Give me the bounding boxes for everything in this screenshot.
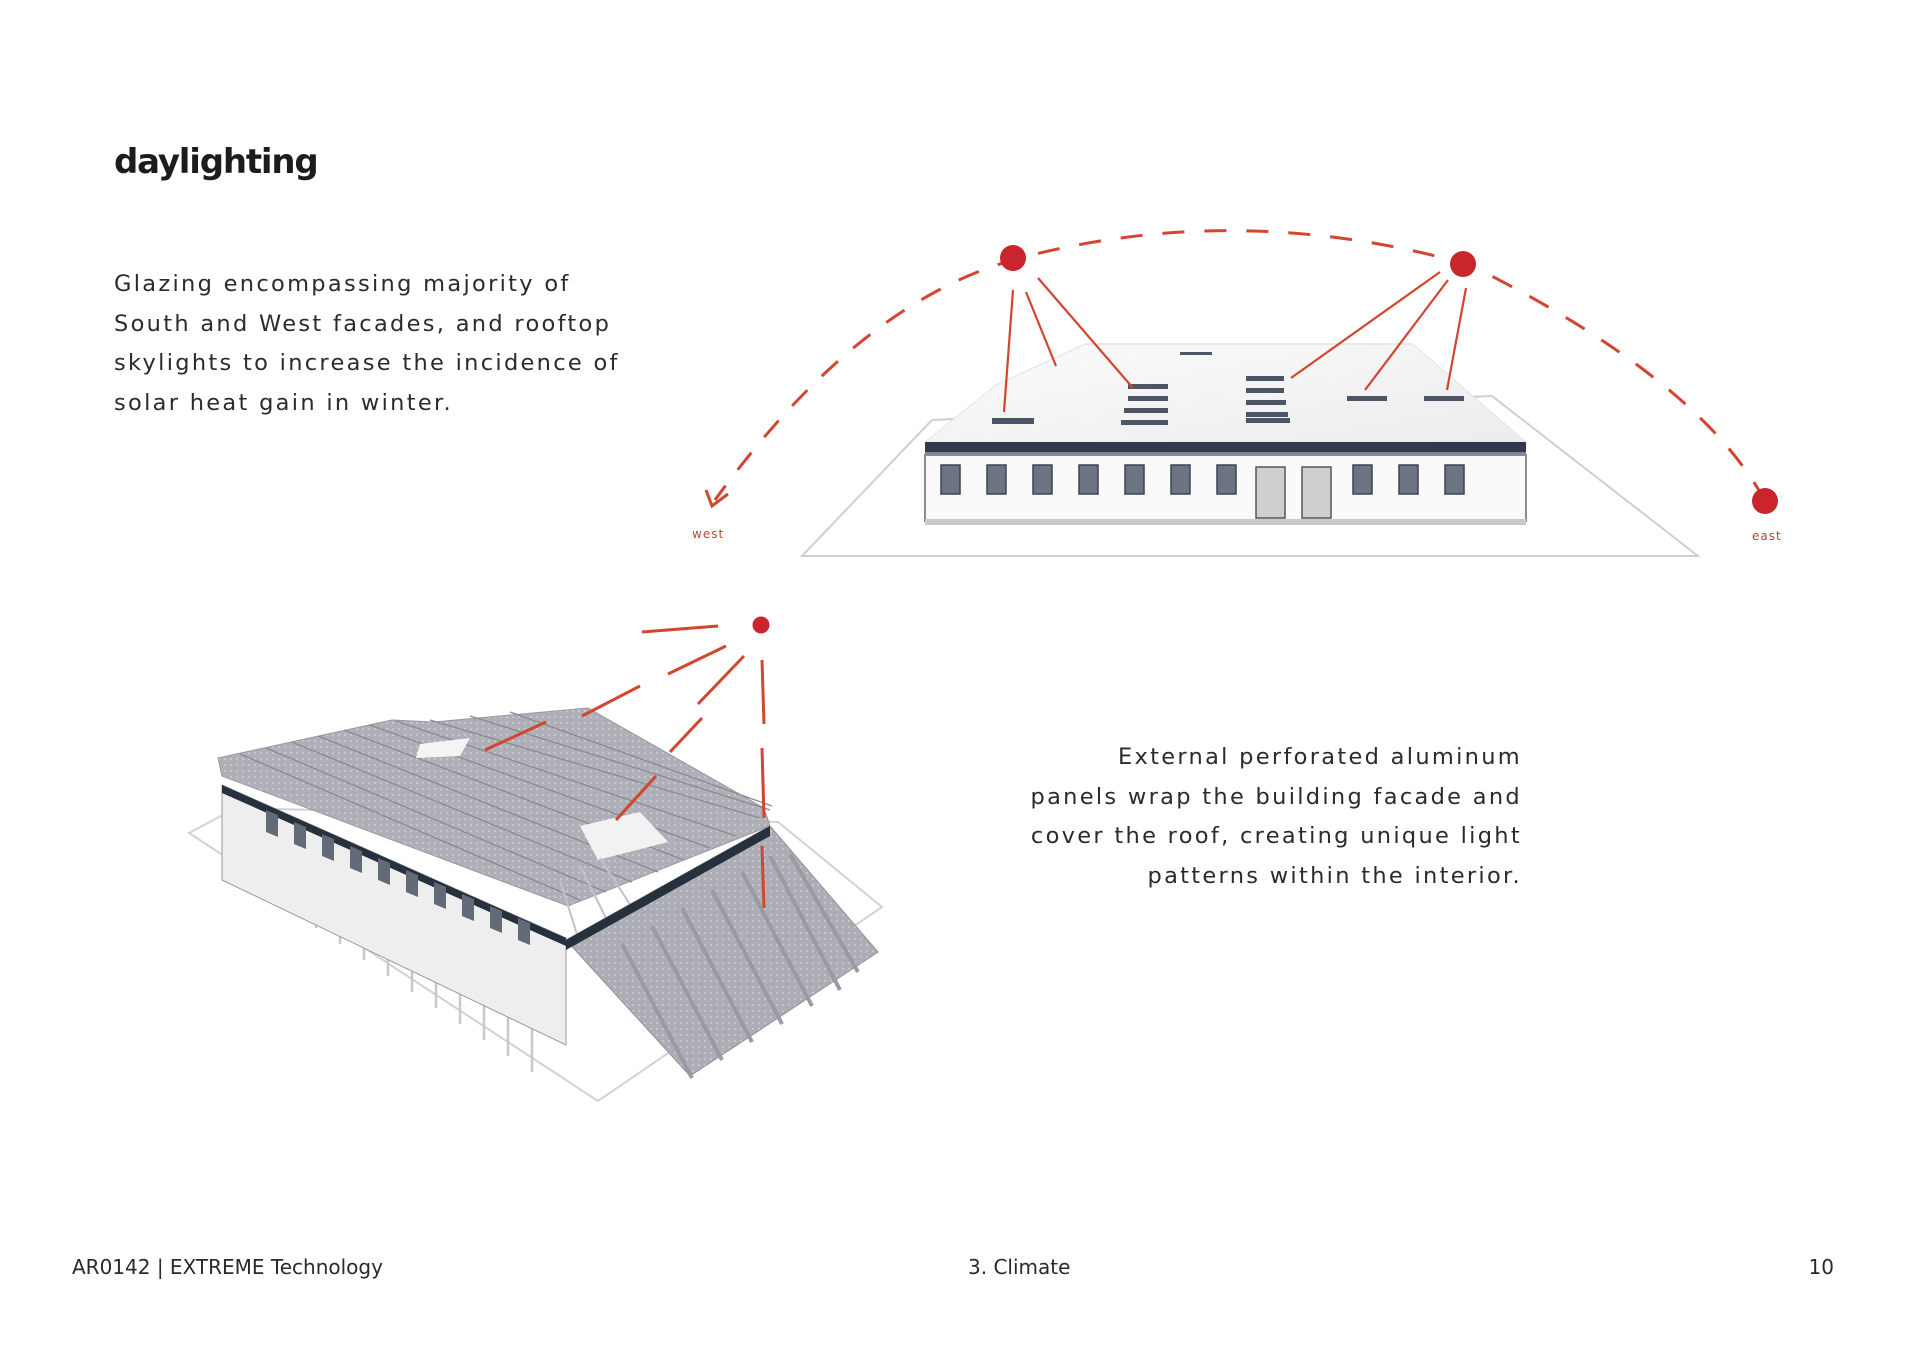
lower-facade-windows	[266, 810, 530, 945]
sun-path-arc	[713, 229, 1767, 502]
footer-section: 3. Climate	[968, 1255, 1071, 1279]
sun-icon-panels	[752, 616, 770, 634]
sun-path-diagram: west east	[692, 229, 1782, 557]
sun-rays-top	[1002, 271, 1468, 413]
entrance-doors	[1255, 466, 1332, 519]
sun-rays-bottom	[484, 624, 766, 909]
facade-windows	[940, 464, 1465, 495]
panels-line-2: panels wrap the building facade and	[1030, 783, 1522, 810]
sun-icon-east	[1752, 488, 1778, 514]
roof-courtyard-opening	[580, 812, 668, 860]
glazing-line-2: South and West facades, and rooftop	[114, 310, 612, 337]
roof-edge-band	[925, 442, 1526, 452]
roof-opening	[416, 738, 470, 758]
panels-line-4: patterns within the interior.	[1147, 862, 1522, 889]
footer-page-number: 10	[1808, 1255, 1834, 1279]
perforated-panel-diagram	[187, 616, 884, 1103]
glazing-description: Glazing encompassing majority of South a…	[114, 265, 620, 423]
page-title: daylighting	[114, 142, 319, 182]
panels-line-1: External perforated aluminum	[1117, 744, 1522, 770]
east-label: east	[1752, 529, 1782, 543]
glazing-line-1: Glazing encompassing majority of	[114, 271, 571, 297]
panels-description: External perforated aluminum panels wrap…	[1031, 738, 1523, 896]
glazing-line-4: solar heat gain in winter.	[114, 389, 453, 416]
building-roof	[923, 343, 1528, 443]
sun-icon-noon	[1450, 251, 1476, 277]
panels-line-3: cover the roof, creating unique light	[1030, 823, 1522, 849]
glazing-line-3: skylights to increase the incidence of	[114, 350, 620, 376]
roof-skylights	[992, 352, 1464, 425]
panel-legs	[620, 853, 860, 1079]
footer-course: AR0142 | EXTREME Technology	[72, 1255, 383, 1279]
sun-icon-west	[1000, 245, 1026, 271]
arrowhead-icon	[704, 489, 729, 509]
west-label: west	[692, 527, 724, 541]
